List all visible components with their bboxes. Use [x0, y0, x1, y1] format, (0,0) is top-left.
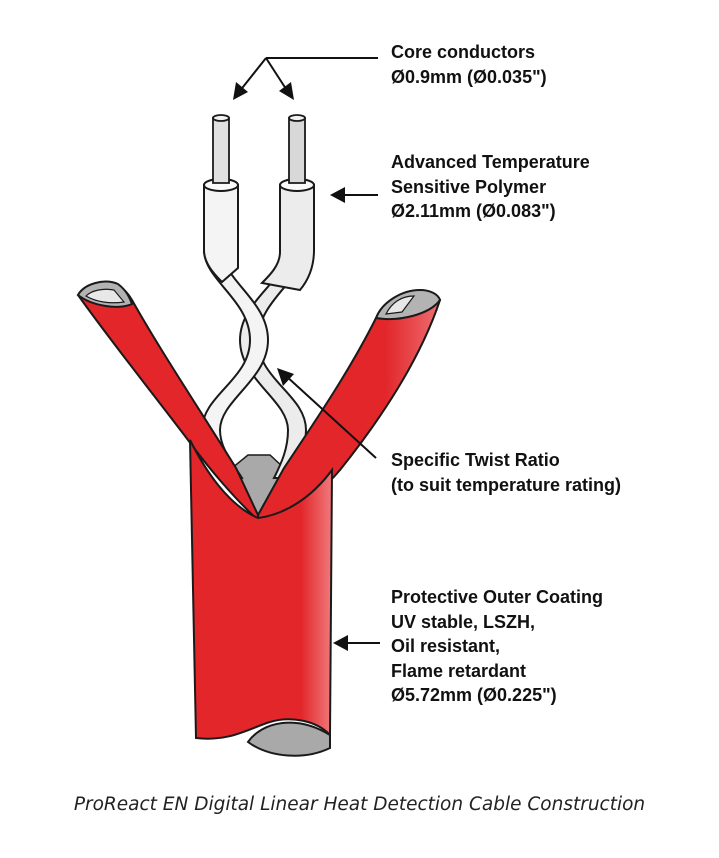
label-temperature-polymer: Advanced Temperature Sensitive Polymer Ø… — [391, 150, 590, 224]
label-line: Specific Twist Ratio — [391, 450, 560, 470]
label-line: Core conductors — [391, 42, 536, 62]
label-twist-ratio: Specific Twist Ratio (to suit temperatur… — [391, 448, 621, 497]
label-line: Flame retardant — [391, 660, 527, 681]
label-line: Ø0.9mm (Ø0.035") — [391, 66, 547, 87]
figure-caption: ProReact EN Digital Linear Heat Detectio… — [73, 794, 646, 815]
label-line: Sensitive Polymer — [391, 176, 547, 197]
label-core-conductors: Core conductors Ø0.9mm (Ø0.035") — [391, 40, 547, 89]
label-line: Protective Outer Coating — [391, 587, 604, 607]
insulation-tops — [203, 178, 315, 292]
label-line: Ø2.11mm (Ø0.083") — [391, 201, 556, 221]
label-line: UV stable, LSZH, — [391, 611, 536, 632]
label-line: Ø5.72mm (Ø0.225") — [391, 685, 557, 705]
label-line: (to suit temperature rating) — [391, 474, 622, 495]
label-line: Advanced Temperature — [391, 152, 590, 172]
outer-jacket — [76, 280, 442, 757]
label-line: Oil resistant, — [391, 636, 501, 656]
leader-arrows — [233, 57, 380, 651]
label-outer-coating: Protective Outer Coating UV stable, LSZH… — [391, 585, 603, 708]
core-conductors — [212, 114, 306, 184]
